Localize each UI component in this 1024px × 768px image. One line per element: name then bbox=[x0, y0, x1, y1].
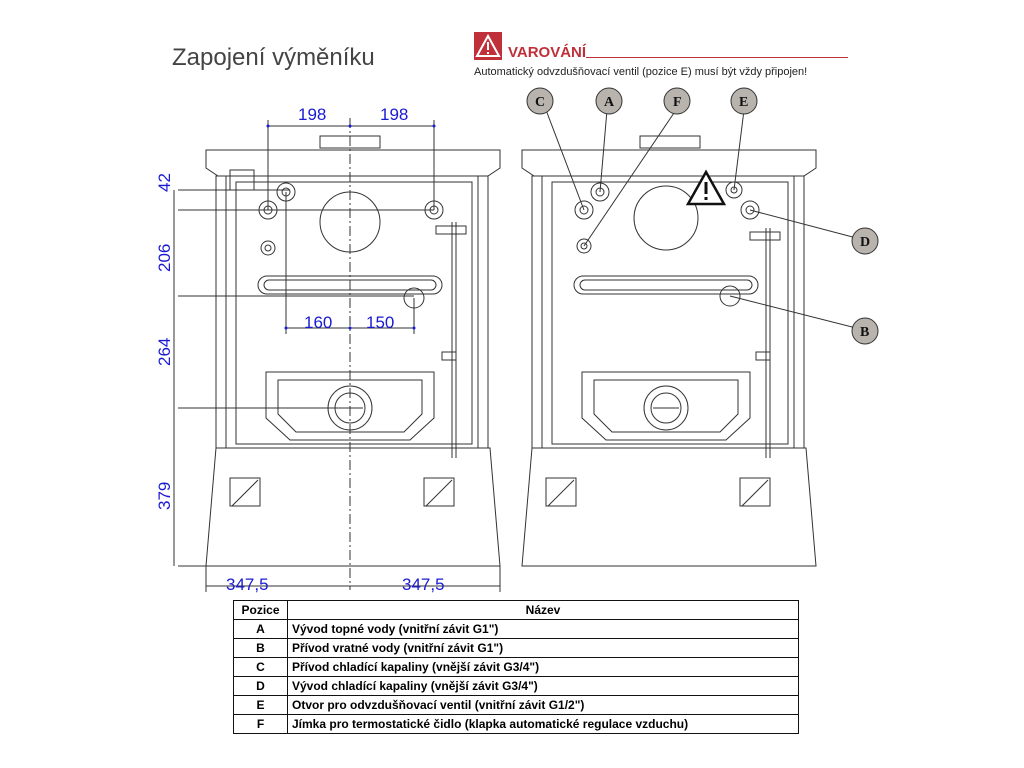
row-name: Vývod chladící kapaliny (vnější závit G3… bbox=[287, 676, 799, 696]
table-row: C Přívod chladící kapaliny (vnější závit… bbox=[233, 657, 799, 677]
bubble-b-label: B bbox=[860, 325, 869, 340]
row-pos: D bbox=[233, 676, 288, 696]
row-pos: F bbox=[233, 714, 288, 734]
row-pos: B bbox=[233, 638, 288, 658]
table-row: D Vývod chladící kapaliny (vnější závit … bbox=[233, 676, 799, 696]
row-pos: E bbox=[233, 695, 288, 715]
right-stove-outline bbox=[521, 135, 817, 567]
bubble-e bbox=[730, 87, 758, 115]
dim-bottom-left: 347,5 bbox=[226, 575, 269, 594]
bubble-a-label: A bbox=[604, 95, 615, 110]
dimension-ticks bbox=[266, 124, 436, 330]
dim-top-right: 198 bbox=[380, 105, 408, 124]
position-bubbles bbox=[526, 87, 879, 345]
header-pos: Pozice bbox=[233, 600, 288, 620]
legend-table: Pozice Název A Vývod topné vody (vnitřní… bbox=[233, 600, 799, 734]
dim-top-left: 198 bbox=[298, 105, 326, 124]
dim-bottom-right: 347,5 bbox=[402, 575, 445, 594]
bubble-c-label: C bbox=[535, 95, 545, 110]
dim-vertical-379: 379 bbox=[155, 482, 174, 510]
warning-underline bbox=[586, 57, 848, 58]
row-name: Otvor pro odvzdušňovací ventil (vnitřní … bbox=[287, 695, 799, 715]
bubble-a bbox=[595, 87, 623, 115]
table-row: B Přívod vratné vody (vnitřní závit G1") bbox=[233, 638, 799, 658]
bubble-e-label: E bbox=[739, 95, 748, 110]
dim-mid-left: 160 bbox=[304, 313, 332, 332]
dim-vertical-264: 264 bbox=[155, 338, 174, 366]
legend-header-row: Pozice Název bbox=[233, 600, 799, 620]
row-name: Jímka pro termostatické čidlo (klapka au… bbox=[287, 714, 799, 734]
leader-lines bbox=[545, 109, 865, 331]
row-pos: C bbox=[233, 657, 288, 677]
warning-triangle-icon bbox=[474, 32, 502, 60]
bubble-f-label: F bbox=[673, 95, 682, 110]
bubble-d bbox=[851, 227, 879, 255]
dimension-lines bbox=[173, 118, 501, 592]
technical-drawing: 198 198 160 150 347,5 347,5 42 206 264 3… bbox=[155, 87, 879, 594]
row-name: Přívod vratné vody (vnitřní závit G1") bbox=[287, 638, 799, 658]
bubble-f bbox=[663, 87, 691, 115]
left-stove-outline bbox=[205, 135, 501, 567]
warning-text: Automatický odvzdušňovací ventil (pozice… bbox=[474, 66, 808, 78]
row-name: Přívod chladící kapaliny (vnější závit G… bbox=[287, 657, 799, 677]
table-row: F Jímka pro termostatické čidlo (klapka … bbox=[233, 714, 799, 734]
dim-vertical-42: 42 bbox=[155, 173, 174, 192]
table-row: A Vývod topné vody (vnitřní závit G1") bbox=[233, 619, 799, 639]
warning-label: VAROVÁNÍ bbox=[508, 44, 587, 61]
table-row: E Otvor pro odvzdušňovací ventil (vnitřn… bbox=[233, 695, 799, 715]
row-name: Vývod topné vody (vnitřní závit G1") bbox=[287, 619, 799, 639]
page-title: Zapojení výměníku bbox=[172, 44, 375, 71]
header-name: Název bbox=[287, 600, 799, 620]
dim-mid-right: 150 bbox=[366, 313, 394, 332]
stove-warning-icon bbox=[685, 169, 727, 206]
bubble-b bbox=[851, 317, 879, 345]
row-pos: A bbox=[233, 619, 288, 639]
bubble-c bbox=[526, 87, 554, 115]
dim-vertical-206: 206 bbox=[155, 244, 174, 272]
bubble-d-label: D bbox=[860, 235, 870, 250]
